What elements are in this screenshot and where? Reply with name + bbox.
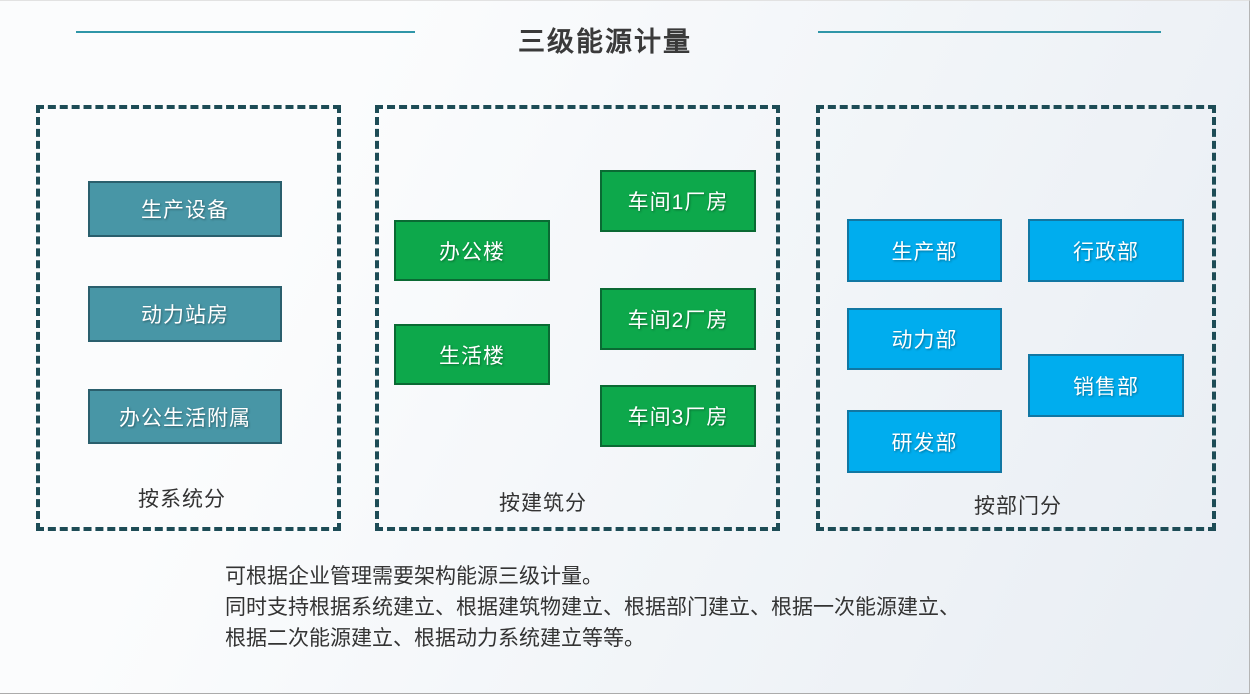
group-label-by-system: 按系统分	[138, 488, 226, 511]
node-production-equipment: 生产设备	[88, 181, 282, 237]
node-label: 生产部	[891, 240, 958, 264]
node-office-life-auxiliary: 办公生活附属	[88, 389, 282, 444]
node-sales-dept: 销售部	[1028, 354, 1184, 417]
node-label: 行政部	[1073, 240, 1139, 264]
node-workshop2-plant: 车间2厂房	[600, 288, 756, 350]
node-label: 车间1厂房	[627, 191, 729, 214]
node-label: 动力部	[891, 329, 958, 352]
page-title: 三级能源计量	[518, 27, 692, 57]
node-workshop1-plant: 车间1厂房	[600, 170, 756, 232]
node-label: 办公生活附属	[119, 406, 251, 430]
node-label: 销售部	[1073, 375, 1139, 399]
node-workshop3-plant: 车间3厂房	[600, 385, 756, 447]
group-by-building	[375, 105, 780, 531]
group-by-department	[816, 105, 1216, 531]
node-admin-dept: 行政部	[1028, 219, 1184, 282]
node-office-building: 办公楼	[394, 220, 550, 281]
group-label-by-department: 按部门分	[974, 495, 1062, 518]
node-label: 动力站房	[141, 304, 229, 327]
node-label: 生活楼	[439, 344, 505, 368]
node-power-station: 动力站房	[88, 286, 282, 342]
node-living-building: 生活楼	[394, 324, 550, 385]
node-label: 研发部	[891, 431, 958, 455]
node-power-dept: 动力部	[847, 308, 1002, 370]
title-divider-left	[76, 31, 415, 33]
note-line-1: 可根据企业管理需要架构能源三级计量。	[225, 565, 603, 588]
node-label: 车间2厂房	[627, 309, 729, 332]
node-label: 生产设备	[141, 199, 229, 222]
node-rd-dept: 研发部	[847, 410, 1002, 473]
node-production-dept: 生产部	[847, 219, 1002, 282]
title-divider-right	[818, 31, 1161, 33]
note-line-2: 同时支持根据系统建立、根据建筑物建立、根据部门建立、根据一次能源建立、	[225, 596, 960, 619]
notes-block: 可根据企业管理需要架构能源三级计量。 同时支持根据系统建立、根据建筑物建立、根据…	[225, 561, 960, 654]
note-line-3: 根据二次能源建立、根据动力系统建立等等。	[225, 627, 645, 650]
node-label: 车间3厂房	[627, 406, 729, 429]
group-label-by-building: 按建筑分	[499, 492, 587, 515]
node-label: 办公楼	[439, 240, 505, 264]
group-by-system	[36, 105, 341, 531]
